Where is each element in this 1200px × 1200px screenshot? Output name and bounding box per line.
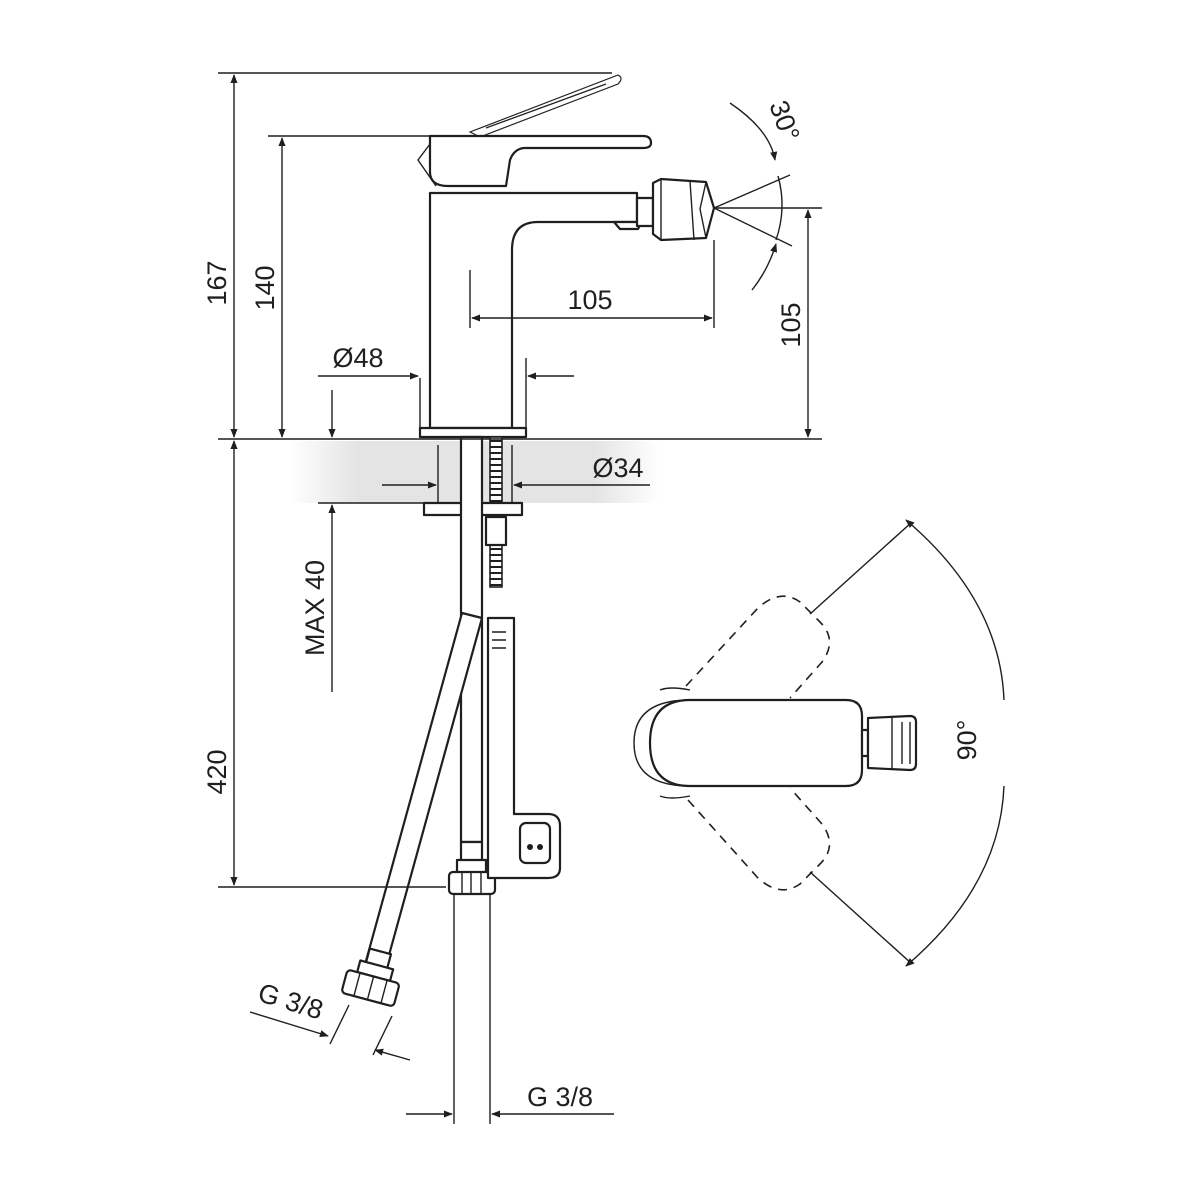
hose-fitting-bottom bbox=[447, 870, 497, 896]
dim-connection-left-label: G 3/8 bbox=[255, 977, 327, 1025]
mixer-body-top bbox=[648, 698, 864, 788]
aerator-nozzle bbox=[612, 177, 716, 242]
dim-420-label: 420 bbox=[202, 749, 232, 794]
installation-parts bbox=[341, 435, 562, 1007]
mounting-clip bbox=[486, 616, 562, 880]
lever bbox=[428, 134, 653, 188]
dim-base-diameter-label: Ø48 bbox=[332, 343, 383, 373]
dim-max-deck-label: MAX 40 bbox=[300, 560, 330, 656]
mixer-body bbox=[428, 191, 639, 430]
dim-spout-height-label: 105 bbox=[776, 302, 806, 347]
lever-rotated-outline-bottom bbox=[687, 787, 831, 891]
angle-90-label: 90° bbox=[952, 720, 982, 761]
lever-raised-outline bbox=[468, 74, 622, 138]
dim-hole-diameter-label: Ø34 bbox=[592, 453, 643, 483]
dimension-lines bbox=[218, 72, 822, 1124]
dim-spout-reach-label: 105 bbox=[567, 285, 612, 315]
dim-167-label: 167 bbox=[202, 260, 232, 305]
mixer-top-view bbox=[633, 519, 1005, 967]
mixer-side-view bbox=[417, 74, 716, 439]
lever-rotated-outline-top bbox=[685, 595, 831, 699]
angle-30-label: 30° bbox=[763, 97, 805, 146]
dim-connection-bottom-label: G 3/8 bbox=[527, 1082, 593, 1112]
dim-140-label: 140 bbox=[250, 265, 280, 310]
base-ring bbox=[418, 426, 528, 439]
